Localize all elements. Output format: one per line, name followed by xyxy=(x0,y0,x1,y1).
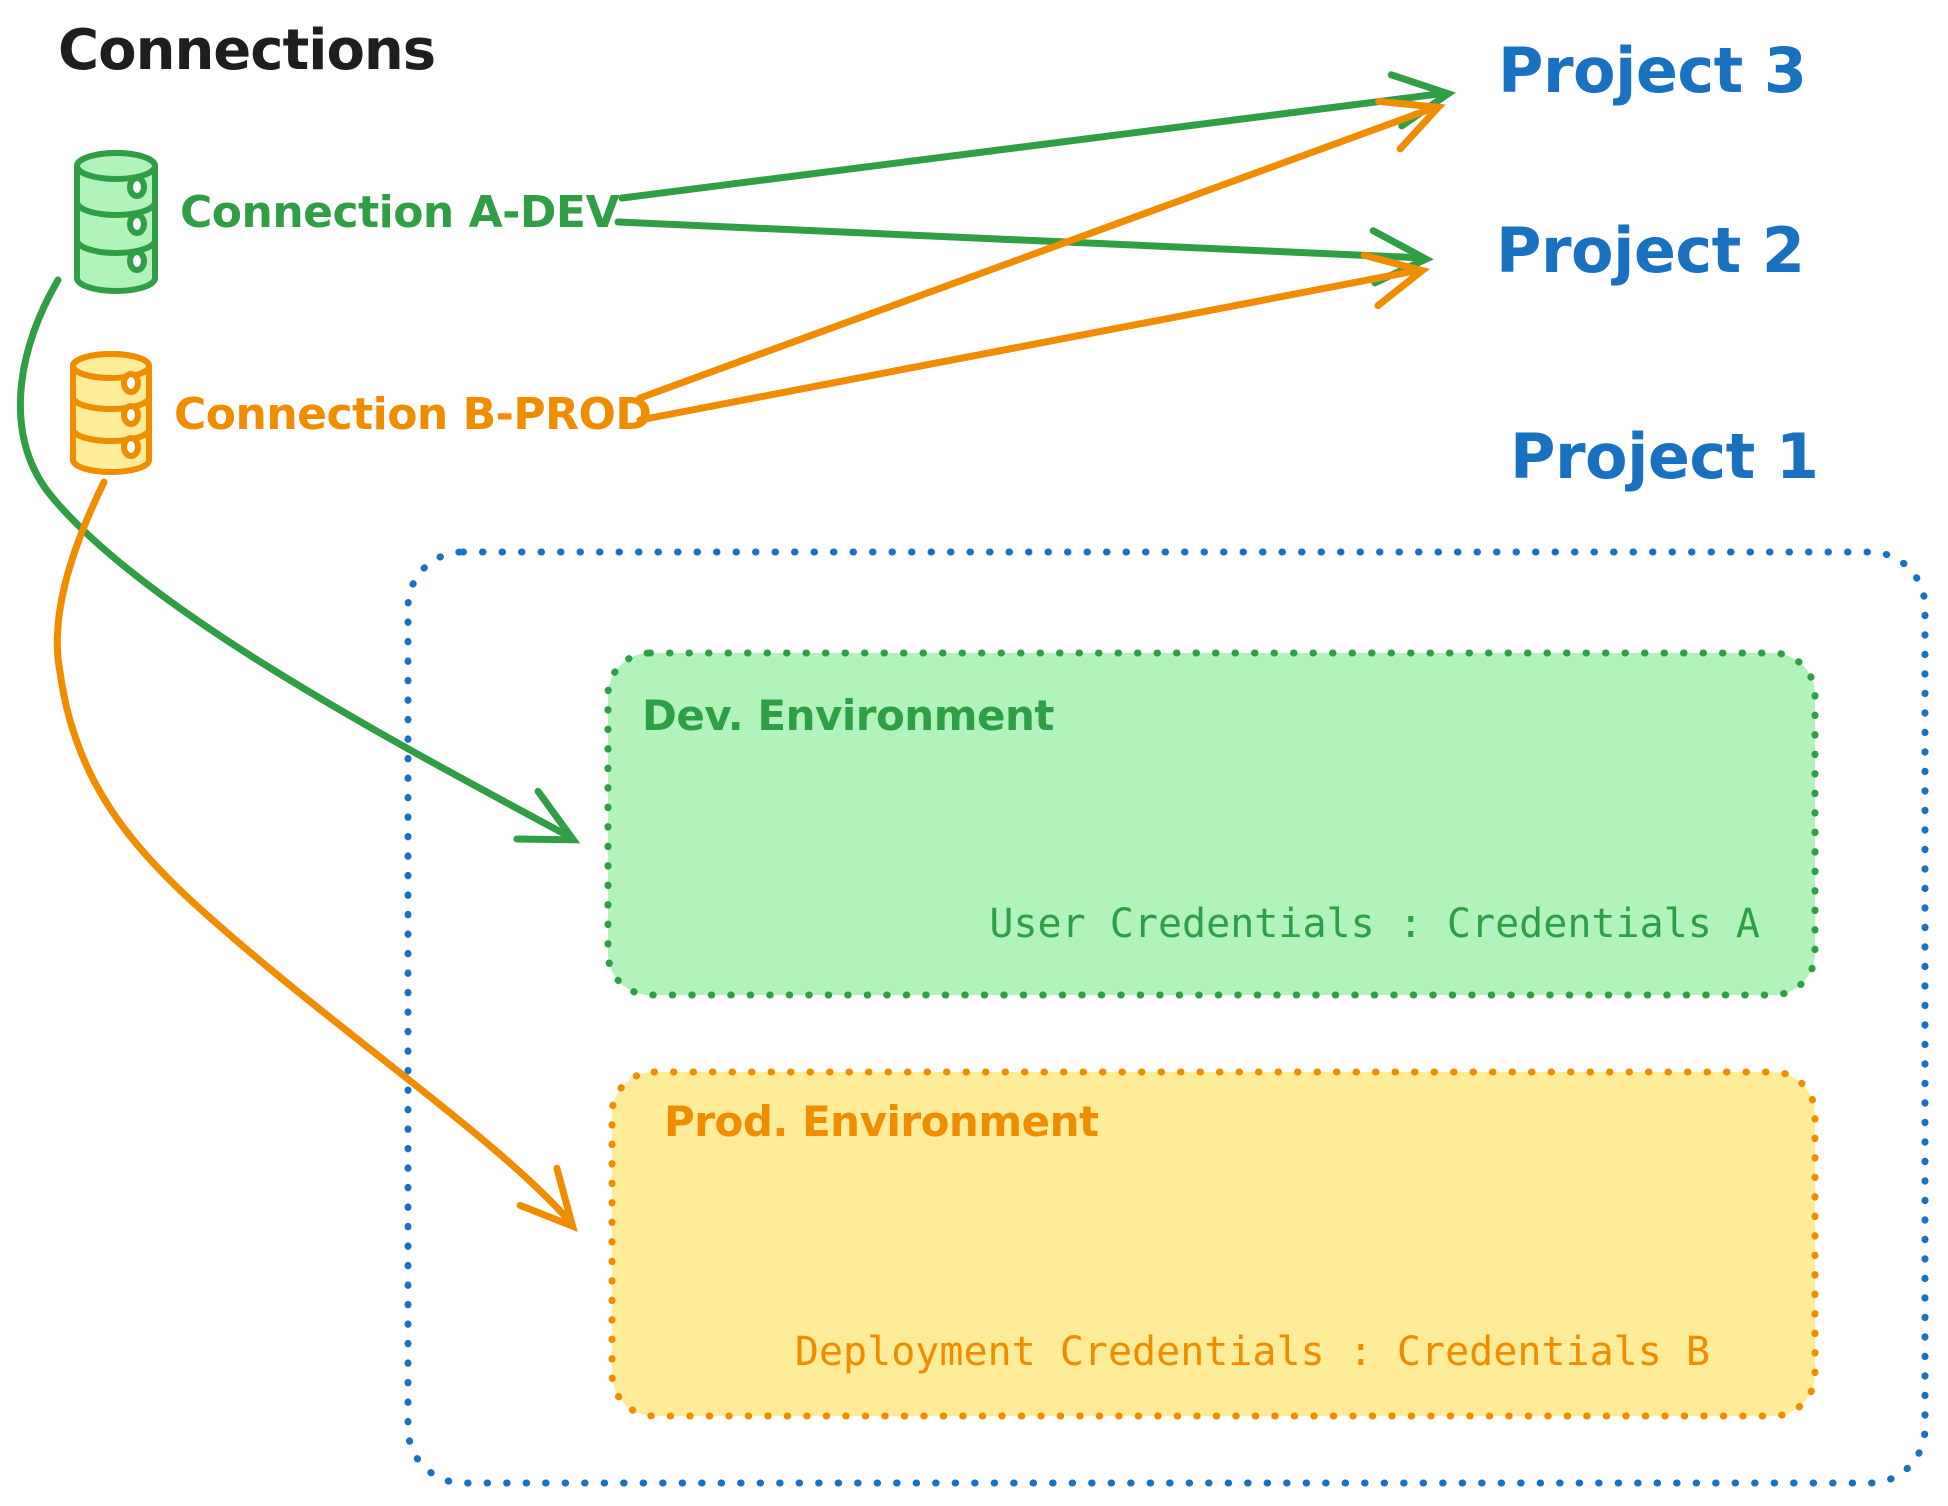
database-cylinder-icon-dev xyxy=(74,150,158,294)
connection-b-prod-label: Connection B-PROD xyxy=(174,389,652,440)
project-1-label: Project 1 xyxy=(1510,420,1819,493)
project-2-label: Project 2 xyxy=(1496,214,1805,287)
prod-environment-label: Prod. Environment xyxy=(664,1097,1099,1146)
arrow-b-prod-to-project2 xyxy=(636,251,1430,424)
dev-environment-box xyxy=(604,649,1819,999)
dev-environment-credentials: User Credentials : Credentials A xyxy=(989,901,1760,947)
arrow-a-dev-to-dev-environment xyxy=(16,276,581,844)
diagram-title: Connections xyxy=(58,18,436,83)
arrow-a-dev-to-project2 xyxy=(614,218,1434,287)
connection-a-dev-label: Connection A-DEV xyxy=(180,187,620,238)
project1-container-box xyxy=(404,548,1929,1487)
database-cylinder-icon-prod xyxy=(70,351,152,475)
arrow-a-dev-to-project3 xyxy=(618,71,1456,202)
project-3-label: Project 3 xyxy=(1498,34,1807,107)
prod-environment-box xyxy=(608,1068,1819,1420)
arrow-b-prod-to-prod-environment xyxy=(53,478,578,1232)
dev-environment-label: Dev. Environment xyxy=(642,691,1054,740)
arrow-b-prod-to-project3 xyxy=(636,97,1446,402)
prod-environment-credentials: Deployment Credentials : Credentials B xyxy=(794,1329,1710,1375)
